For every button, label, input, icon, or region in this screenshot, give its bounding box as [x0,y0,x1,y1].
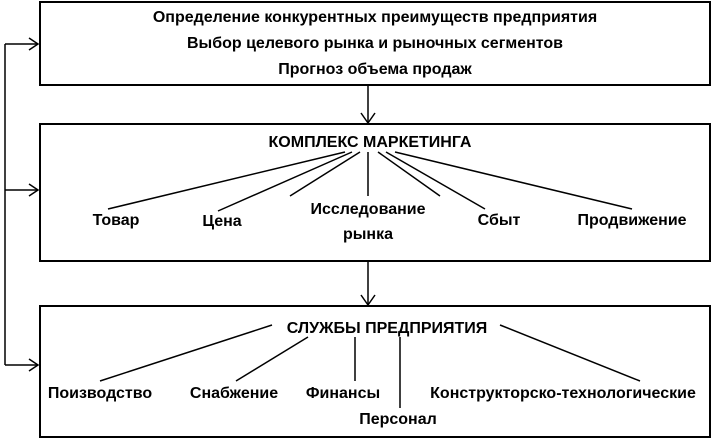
mix-item-research-line2: рынка [343,226,393,243]
arrow-middle-to-bottom [360,261,376,307]
service-production: Поизводство [48,385,153,402]
top-line-3: Прогноз объема продаж [278,61,472,78]
top-line-2: Выбор целевого рынка и рыночных сегменто… [187,35,563,52]
top-line-1: Определение конкурентных преимуществ пре… [153,9,597,26]
mix-item-product: Товар [93,212,140,229]
middle-box [39,123,711,262]
top-box [39,1,711,86]
service-finance: Финансы [306,385,380,402]
mix-item-sales: Сбыт [478,212,521,229]
service-engineering: Конструкторско-технологические [430,385,696,402]
mix-item-price: Цена [202,213,241,230]
marketing-mix-title: КОМПЛЕКС МАРКЕТИНГА [269,134,472,151]
mix-item-research-line1: Исследование [311,201,426,218]
mix-item-promotion: Продвижение [577,212,686,229]
service-personnel: Персонал [359,411,437,428]
feedback-loop [4,37,40,372]
bottom-connectors [99,324,641,408]
services-title: СЛУЖБЫ ПРЕДПРИЯТИЯ [287,320,488,337]
bottom-box [39,305,711,438]
service-supply: Снабжение [190,385,278,402]
arrow-top-to-middle [360,85,376,125]
middle-connectors [107,151,633,212]
